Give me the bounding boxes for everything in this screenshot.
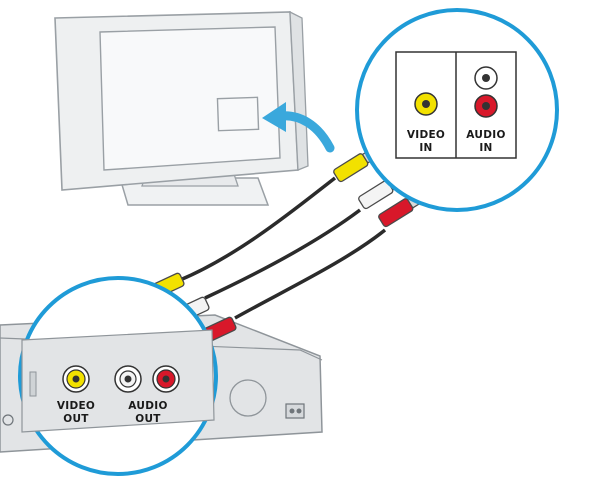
video-in-label: VIDEO [407,129,445,141]
audio-in-label-2: IN [479,142,492,154]
video-out-label-2: OUT [63,413,89,425]
curved-arrow-icon [262,102,335,153]
audio-in-red-jack [474,94,498,118]
video-in-label-2: IN [419,142,432,154]
audio-in-white-jack [474,66,498,90]
device-output-callout: VIDEO OUT AUDIO OUT [18,276,218,476]
video-out-label: VIDEO [57,400,95,412]
audio-out-red-jack [152,365,180,393]
video-in-jack [414,92,438,116]
video-out-jack [62,365,90,393]
audio-out-label-2: OUT [135,413,161,425]
audio-in-label: AUDIO [466,129,505,141]
audio-out-white-jack [114,365,142,393]
tv-input-callout: VIDEO IN AUDIO IN [355,8,559,212]
television [54,10,309,206]
audio-out-label: AUDIO [128,400,167,412]
